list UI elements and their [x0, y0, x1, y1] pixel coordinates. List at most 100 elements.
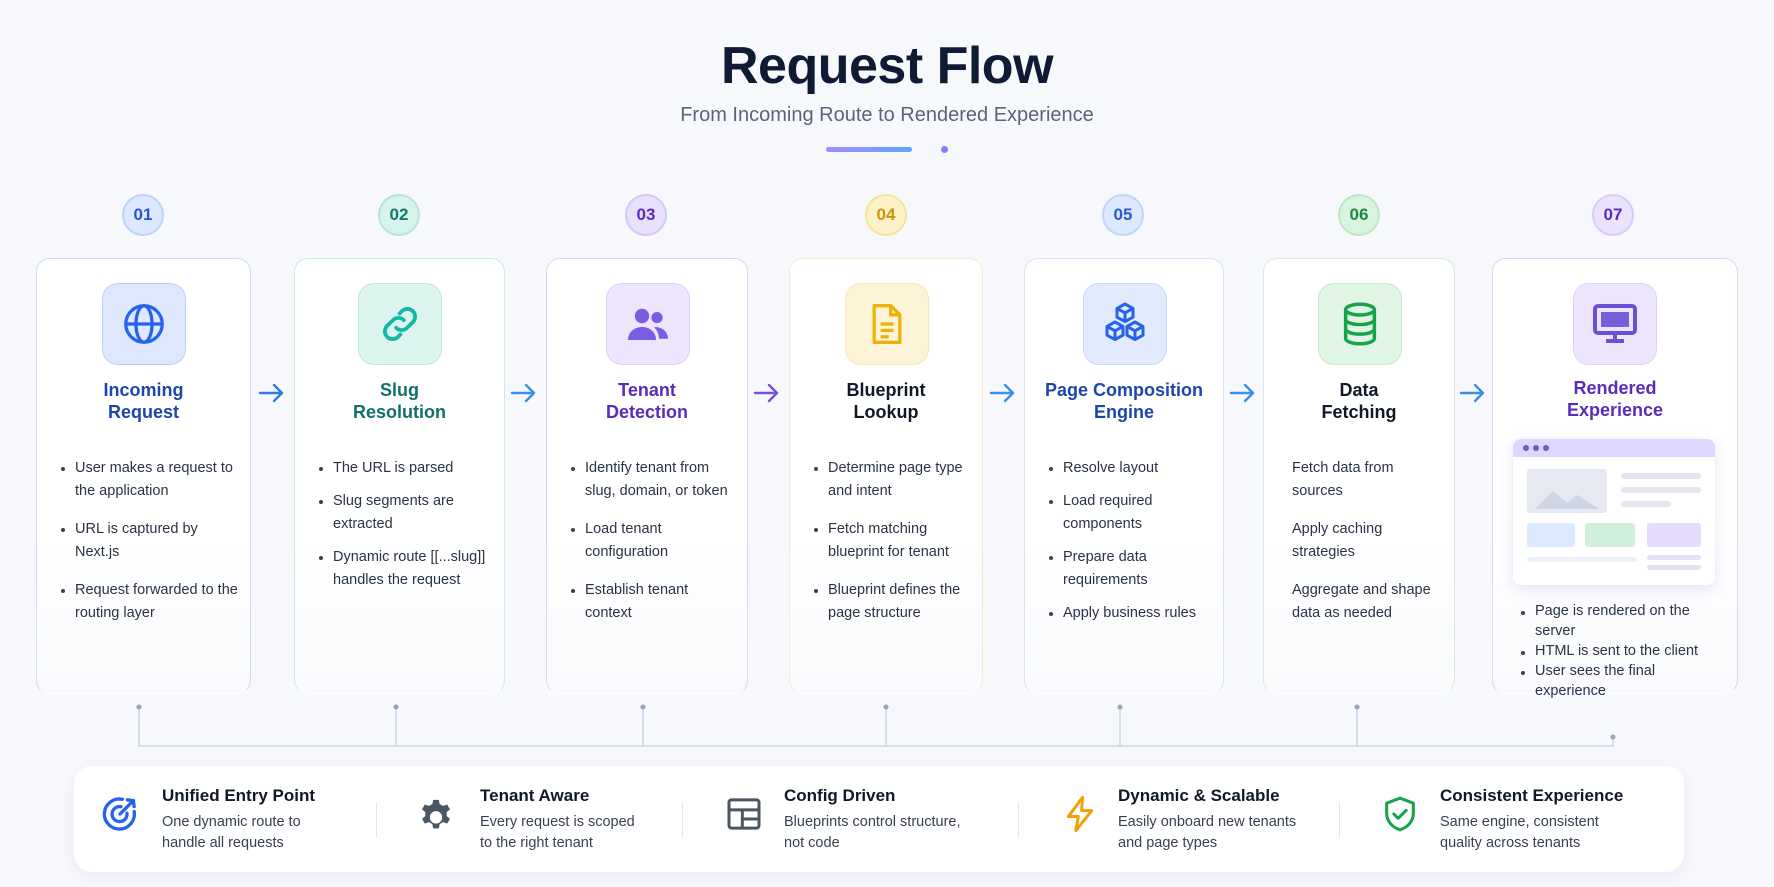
step-title: Incoming Request — [103, 380, 184, 422]
bullet-item: Fetch data from sources — [1292, 460, 1394, 499]
arrow-right-icon — [510, 383, 536, 403]
bullet-item: Aggregate and shape data as needed — [1292, 582, 1431, 621]
layout-icon — [722, 792, 766, 836]
monitor-icon — [1593, 304, 1637, 343]
feature-config-driven: Config Driven Blueprints control structu… — [722, 766, 1002, 872]
step-card-blueprint-lookup: Blueprint Lookup Determine page type and… — [789, 258, 983, 694]
feature-divider — [1339, 802, 1340, 838]
step-bullets: User makes a request to the application … — [59, 457, 238, 640]
step-title: Blueprint Lookup — [846, 380, 926, 422]
step-title: Tenant Detection — [605, 380, 688, 422]
users-icon — [628, 308, 668, 340]
step-number-badge: 04 — [865, 194, 907, 236]
bullet-item: Fetch matching blueprint for tenant — [812, 518, 970, 564]
step-number-badge: 07 — [1592, 194, 1634, 236]
step-icon-box — [1083, 283, 1167, 365]
feature-dynamic-scalable: Dynamic & Scalable Easily onboard new te… — [1058, 766, 1338, 872]
target-icon — [98, 792, 142, 836]
bullet-item: Resolve layout — [1047, 457, 1211, 480]
feature-title: Tenant Aware — [480, 786, 590, 805]
feature-unified-entry-point: Unified Entry Point One dynamic route to… — [98, 766, 368, 872]
bullet-item: Page is rendered on the server — [1519, 601, 1709, 641]
bullet-item: Determine page type and intent — [812, 457, 970, 503]
step-icon-box — [606, 283, 690, 365]
step-card-rendered-experience: Rendered Experience Page is rendered on … — [1492, 258, 1738, 699]
step-bullets: Determine page type and intent Fetch mat… — [812, 457, 970, 640]
step-icon-box — [1573, 283, 1657, 365]
gear-icon — [414, 792, 458, 836]
bullet-item: Apply business rules — [1047, 602, 1211, 625]
bullet-item: Dynamic route [[...slug]] handles the re… — [317, 546, 492, 592]
feature-tenant-aware: Tenant Aware Every request is scoped to … — [414, 766, 674, 872]
bullet-item: HTML is sent to the client — [1519, 641, 1709, 661]
feature-divider — [376, 802, 377, 838]
bullet-item: URL is captured by Next.js — [59, 518, 238, 564]
step-card-tenant-detection: Tenant Detection Identify tenant from sl… — [546, 258, 748, 694]
arrow-right-icon — [989, 383, 1015, 403]
bullet-item: User sees the final experience — [1519, 661, 1709, 701]
step-bullets: Page is rendered on the server HTML is s… — [1519, 601, 1709, 701]
step-number-badge: 06 — [1338, 194, 1380, 236]
bullet-item: The URL is parsed — [317, 457, 492, 480]
feature-divider — [1018, 802, 1019, 838]
step-bullets: Identify tenant from slug, domain, or to… — [569, 457, 735, 640]
arrow-right-icon — [753, 383, 779, 403]
feature-title: Dynamic & Scalable — [1118, 786, 1280, 805]
feature-description: Same engine, consistent quality across t… — [1440, 814, 1599, 851]
step-title: Rendered Experience — [1566, 378, 1664, 420]
bullet-item: User makes a request to the application — [59, 457, 238, 503]
browser-mockup — [1513, 439, 1715, 585]
title-accent-line — [826, 147, 912, 152]
bullet-item: Load required components — [1047, 490, 1211, 536]
feature-consistent-experience: Consistent Experience Same engine, consi… — [1378, 766, 1668, 872]
step-bullets: The URL is parsed Slug segments are extr… — [317, 457, 492, 602]
arrow-right-icon — [258, 383, 284, 403]
step-title: Data Fetching — [1321, 380, 1397, 422]
step-card-page-composition-engine: Page Composition Engine Resolve layout L… — [1024, 258, 1224, 694]
bullet-item: Slug segments are extracted — [317, 490, 492, 536]
feature-description: Easily onboard new tenants and page type… — [1118, 814, 1297, 851]
arrow-right-icon — [1229, 383, 1255, 403]
step-number-badge: 02 — [378, 194, 420, 236]
bullet-item: Load tenant configuration — [569, 518, 735, 564]
feature-divider — [682, 802, 683, 838]
step-icon-box — [358, 283, 442, 365]
lightning-icon — [1058, 792, 1102, 836]
feature-title: Config Driven — [784, 786, 896, 805]
step-number-badge: 05 — [1102, 194, 1144, 236]
step-card-slug-resolution: Slug Resolution The URL is parsed Slug s… — [294, 258, 505, 694]
feature-description: One dynamic route to handle all requests — [162, 814, 301, 851]
bullet-item: Prepare data requirements — [1047, 546, 1211, 592]
page-title: Request Flow — [720, 37, 1054, 95]
step-title: Page Composition Engine — [1044, 380, 1203, 422]
step-title: Slug Resolution — [353, 380, 446, 422]
step-number-badge: 03 — [625, 194, 667, 236]
step-icon-box — [102, 283, 186, 365]
step-icon-box — [1318, 283, 1402, 365]
arrow-right-icon — [1459, 383, 1485, 403]
bullet-item: Identify tenant from slug, domain, or to… — [569, 457, 735, 503]
step-number-badge: 01 — [122, 194, 164, 236]
link-icon — [383, 307, 417, 341]
feature-description: Every request is scoped to the right ten… — [480, 814, 635, 851]
title-accent-dot — [941, 146, 948, 153]
image-placeholder-icon — [1527, 469, 1701, 570]
step-card-data-fetching: Data Fetching Fetch data from sources Ap… — [1263, 258, 1455, 694]
step-bullets: Resolve layout Load required components … — [1047, 457, 1211, 635]
step-bullets: Fetch data from sources Apply caching st… — [1286, 457, 1442, 640]
bullet-item: Apply caching strategies — [1292, 521, 1383, 560]
globe-icon — [124, 304, 164, 344]
document-icon — [872, 304, 902, 344]
bullet-item: Request forwarded to the routing layer — [59, 579, 238, 625]
step-card-incoming-request: Incoming Request User makes a request to… — [36, 258, 251, 694]
shield-check-icon — [1378, 792, 1422, 836]
database-icon — [1343, 302, 1377, 346]
bullet-item: Blueprint defines the page structure — [812, 579, 970, 625]
feature-title: Consistent Experience — [1440, 786, 1624, 805]
page-subtitle: From Incoming Route to Rendered Experien… — [680, 104, 1094, 126]
bullet-item: Establish tenant context — [569, 579, 735, 625]
step-icon-box — [845, 283, 929, 365]
feature-bar: Unified Entry Point One dynamic route to… — [74, 766, 1684, 872]
cubes-icon — [1105, 302, 1145, 342]
